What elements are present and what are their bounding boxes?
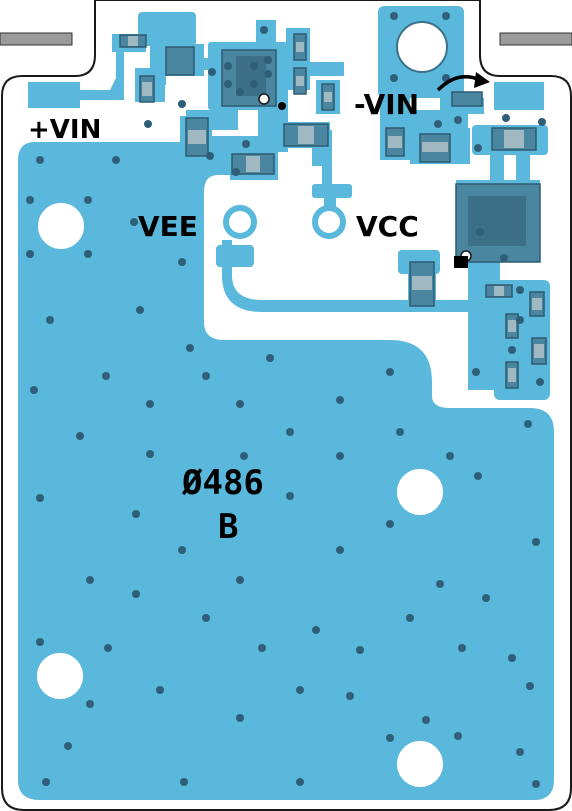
mounting-hole-icon — [34, 199, 88, 253]
vcc-test-pad — [312, 205, 346, 239]
curved-arrow-icon — [436, 72, 490, 92]
mounting-hole-icon — [393, 737, 447, 791]
vee-test-pad — [223, 205, 257, 239]
part-number: Ø486 — [181, 463, 264, 503]
plus-vin-label: +VIN — [28, 115, 101, 145]
left-tab — [0, 32, 73, 46]
vcc-label: VCC — [356, 210, 419, 243]
mounting-hole-icon — [393, 465, 447, 519]
right-tab — [499, 32, 572, 46]
capacitor-c1 — [165, 46, 195, 76]
vee-label: VEE — [138, 210, 198, 243]
mounting-holes — [33, 21, 448, 791]
revision-label: B — [218, 507, 238, 547]
component-stripes — [128, 36, 544, 382]
mounting-hole-icon — [396, 21, 448, 73]
ground-pour — [18, 142, 554, 800]
mounting-hole-icon — [33, 649, 87, 703]
minus-vin-label: -VIN — [354, 88, 419, 121]
resistor-r7 — [451, 91, 483, 107]
vias — [26, 12, 546, 788]
